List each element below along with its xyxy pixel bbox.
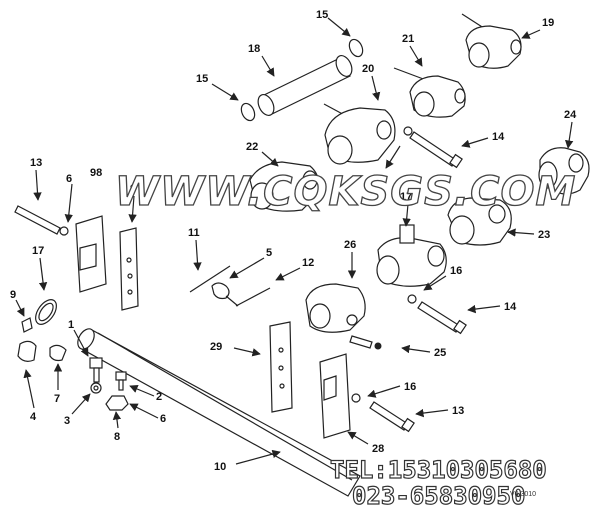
callout-11: 11 bbox=[188, 227, 200, 239]
callout-14-upper: 14 bbox=[492, 131, 505, 143]
clamp-28 bbox=[319, 353, 351, 439]
callout-29: 29 bbox=[210, 341, 222, 353]
callout-8: 8 bbox=[114, 431, 120, 443]
bolt-14-lower bbox=[407, 294, 467, 335]
plate-9-upper bbox=[119, 227, 139, 311]
callout-15-top: 15 bbox=[316, 9, 328, 21]
fitting-4 bbox=[17, 340, 37, 362]
callout-22: 22 bbox=[246, 141, 258, 153]
stud-1 bbox=[89, 357, 103, 383]
callout-18: 18 bbox=[248, 43, 260, 55]
callout-10: 10 bbox=[214, 461, 226, 473]
sensor-25 bbox=[349, 335, 382, 350]
callout-28: 28 bbox=[372, 443, 384, 455]
nut-8 bbox=[105, 395, 129, 411]
callout-17-right: 17 bbox=[400, 191, 412, 203]
plate-29 bbox=[269, 321, 293, 413]
washer-3-hole bbox=[93, 385, 99, 391]
callout-19: 19 bbox=[542, 17, 554, 29]
callout-6-upper: 6 bbox=[66, 173, 72, 185]
housing-24 bbox=[538, 147, 590, 195]
callout-12: 12 bbox=[302, 257, 314, 269]
callout-98: 98 bbox=[90, 167, 102, 179]
leader-arrows bbox=[15, 17, 574, 465]
site-watermark: WWW.CQKSGS.COM bbox=[115, 169, 576, 215]
callout-9-upper: 9 bbox=[130, 183, 136, 195]
callout-3: 3 bbox=[64, 415, 70, 427]
callout-2: 2 bbox=[156, 391, 162, 403]
tee-17 bbox=[376, 224, 447, 287]
callout-21: 21 bbox=[402, 33, 414, 45]
callout-6-lower: 6 bbox=[160, 413, 166, 425]
elbow-21 bbox=[393, 67, 466, 118]
bracket-98 bbox=[75, 215, 107, 293]
callout-9-lower: 9 bbox=[10, 289, 16, 301]
callout-15-left: 15 bbox=[196, 73, 208, 85]
fitting-9-lower bbox=[21, 317, 33, 333]
bolt-13-upper bbox=[14, 205, 69, 236]
screw-2 bbox=[115, 371, 127, 391]
bolt-14-upper bbox=[409, 131, 463, 169]
callout-13-lower: 13 bbox=[452, 405, 464, 417]
callout-17-left: 17 bbox=[32, 245, 44, 257]
washer-16-lower bbox=[351, 393, 361, 403]
callout-labels: 15 18 15 21 19 20 14 24 22 17 23 26 16 1… bbox=[10, 9, 577, 473]
housing-23 bbox=[447, 197, 512, 246]
callout-25: 25 bbox=[434, 347, 446, 359]
callout-5: 5 bbox=[266, 247, 272, 259]
callout-4: 4 bbox=[30, 411, 37, 423]
callout-26: 26 bbox=[344, 239, 356, 251]
callout-1: 1 bbox=[68, 319, 74, 331]
bolt-13-lower bbox=[369, 401, 415, 433]
callout-24: 24 bbox=[564, 109, 577, 121]
elbow-19 bbox=[461, 13, 522, 69]
phone-watermark-1: TEL:15310305680 bbox=[330, 456, 547, 484]
callout-14-lower: 14 bbox=[504, 301, 517, 313]
sleeve-18 bbox=[240, 38, 364, 122]
housing-26 bbox=[305, 283, 366, 333]
callout-7: 7 bbox=[54, 393, 60, 405]
clip-5 bbox=[211, 282, 239, 307]
gasket-17 bbox=[35, 299, 57, 325]
elbow-20 bbox=[323, 103, 413, 165]
phone-watermark-2: 023-65830950 bbox=[352, 482, 525, 510]
callout-23: 23 bbox=[538, 229, 550, 241]
bolt-11 bbox=[189, 265, 231, 293]
bolt-12 bbox=[235, 287, 271, 307]
callout-20: 20 bbox=[362, 63, 374, 75]
fitting-7 bbox=[49, 344, 67, 362]
elbow-22 bbox=[249, 161, 320, 212]
callout-16-lower: 16 bbox=[404, 381, 416, 393]
figure-code: V0 3010 bbox=[510, 491, 536, 498]
callout-13-upper: 13 bbox=[30, 157, 42, 169]
callout-16-upper: 16 bbox=[450, 265, 462, 277]
